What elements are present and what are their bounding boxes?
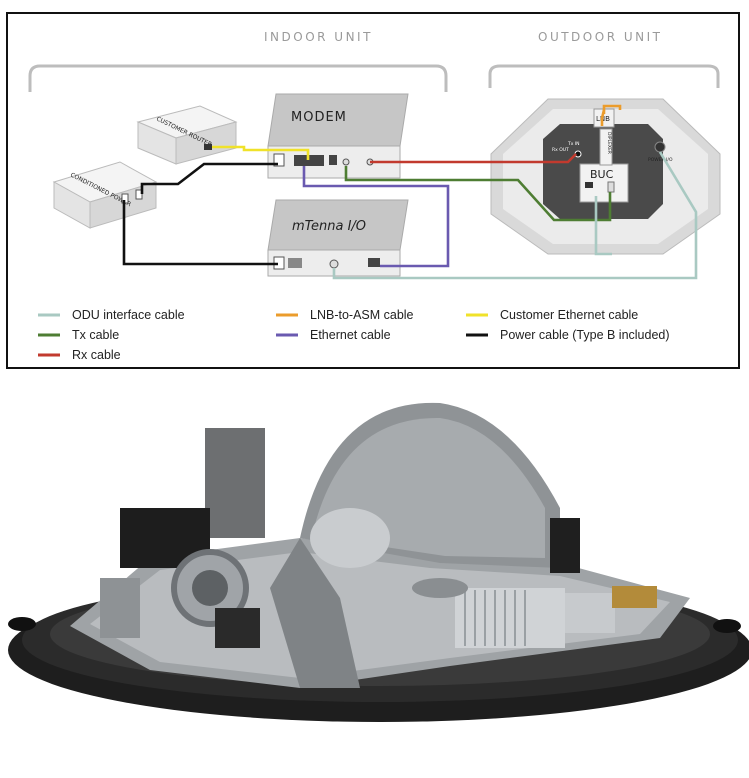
legend-item-customer-ethernet: Customer Ethernet cable <box>466 308 638 322</box>
legend-label-odu: ODU interface cable <box>72 308 185 322</box>
ethernet-cable <box>302 166 450 268</box>
odu-interface-cable-buc <box>594 196 612 256</box>
diplexer-label: DIPLEXER <box>606 132 612 154</box>
legend-item-tx: Tx cable <box>38 328 119 342</box>
buc-label: BUC <box>590 168 614 181</box>
connection-diagram: INDOOR UNIT OUTDOOR UNIT BUC LNB DIPLEXE… <box>6 12 740 369</box>
conditioned-power: CONDITIONED POWER <box>52 161 158 229</box>
legend-label-tx: Tx cable <box>72 328 119 342</box>
rx-out-label: Rx OUT <box>552 147 569 153</box>
legend: ODU interface cable Tx cable Rx cable LN… <box>38 308 670 362</box>
legend-item-rx: Rx cable <box>38 348 121 362</box>
modem: MODEM <box>267 93 409 179</box>
legend-label-rx: Rx cable <box>72 348 121 362</box>
outdoor-bracket <box>488 64 720 88</box>
power-cable-modem <box>140 162 278 194</box>
cables <box>122 104 698 280</box>
mtenna-label: mTenna I/O <box>292 219 366 234</box>
diplexer-box <box>599 128 613 166</box>
antenna-photo <box>0 388 749 778</box>
diagram-svg: INDOOR UNIT OUTDOOR UNIT BUC LNB DIPLEXE… <box>28 30 721 362</box>
legend-label-lnb: LNB-to-ASM cable <box>310 308 414 322</box>
power-io-label: POWER I/O <box>648 157 673 163</box>
indoor-unit-label: INDOOR UNIT <box>264 30 373 44</box>
rx-cable <box>370 153 577 164</box>
tx-cable <box>344 166 612 222</box>
indoor-bracket <box>28 64 448 92</box>
legend-item-power: Power cable (Type B included) <box>466 328 670 342</box>
legend-item-lnb: LNB-to-ASM cable <box>276 308 414 322</box>
mtenna-io: mTenna I/O <box>267 199 409 277</box>
satellite-antenna-assembly-icon <box>8 402 749 722</box>
modem-label: MODEM <box>291 110 347 125</box>
odu-interface-cable <box>332 151 698 280</box>
tx-in-label: Tx IN <box>567 141 580 147</box>
power-io-port <box>654 141 666 153</box>
legend-label-power: Power cable (Type B included) <box>500 328 670 342</box>
customer-router: CUSTOMER ROUTER <box>136 105 238 165</box>
customer-ethernet-cable <box>212 145 310 160</box>
legend-item-ethernet: Ethernet cable <box>276 328 391 342</box>
outdoor-unit-label: OUTDOOR UNIT <box>538 30 662 44</box>
legend-label-ethernet: Ethernet cable <box>310 328 391 342</box>
power-cable-mtenna <box>122 200 278 266</box>
legend-label-customer-ethernet: Customer Ethernet cable <box>500 308 638 322</box>
outdoor-unit-octagon: BUC LNB DIPLEXER Rx OUT Tx IN POWER I/O <box>490 98 721 255</box>
legend-item-odu: ODU interface cable <box>38 308 185 322</box>
